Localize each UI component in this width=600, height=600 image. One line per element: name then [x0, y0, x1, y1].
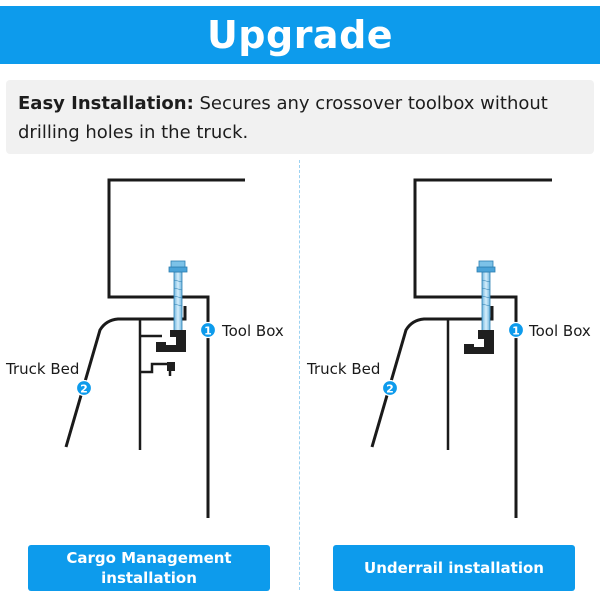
- underrail-installation-button[interactable]: Underrail installation: [333, 545, 575, 591]
- left-tool-box-label: Tool Box: [222, 322, 284, 340]
- right-tool-box-outline: [413, 178, 552, 518]
- left-clamp: [156, 330, 186, 352]
- right-tool-box-marker-number: 1: [512, 325, 520, 338]
- cargo-management-installation-button[interactable]: Cargo Management installation: [28, 545, 270, 591]
- right-truck-bed-outline: [370, 306, 494, 448]
- right-tool-box-marker: [507, 321, 525, 339]
- header-banner: Upgrade: [0, 6, 600, 64]
- right-clamp: [464, 330, 494, 354]
- right-diagram: 1 2: [370, 178, 552, 518]
- left-tool-box-marker-number: 1: [204, 325, 212, 338]
- left-tool-box-marker: [199, 321, 217, 339]
- left-diagram: 1 2: [64, 178, 245, 518]
- left-truck-bed-outline: [64, 306, 187, 448]
- left-tool-box-outline: [107, 178, 245, 518]
- panel-divider: [299, 160, 300, 590]
- description-text: Secures any crossover toolbox without dr…: [18, 93, 548, 143]
- right-bolt: [476, 260, 496, 333]
- right-truck-bed-marker-number: 2: [386, 383, 394, 396]
- page-title: Upgrade: [206, 13, 394, 57]
- left-truck-bed-marker: [75, 379, 93, 397]
- description-label: Easy Installation:: [18, 93, 194, 114]
- right-truck-bed-label: Truck Bed: [307, 360, 381, 378]
- left-truck-bed-label: Truck Bed: [6, 360, 80, 378]
- left-truck-bed-marker-number: 2: [80, 383, 88, 396]
- left-rail-nut: [167, 362, 175, 371]
- left-bolt: [168, 260, 188, 333]
- description-box: Easy Installation: Secures any crossover…: [6, 80, 594, 154]
- right-truck-bed-marker: [381, 379, 399, 397]
- left-cargo-rail-hook: [140, 362, 172, 376]
- right-tool-box-label: Tool Box: [529, 322, 591, 340]
